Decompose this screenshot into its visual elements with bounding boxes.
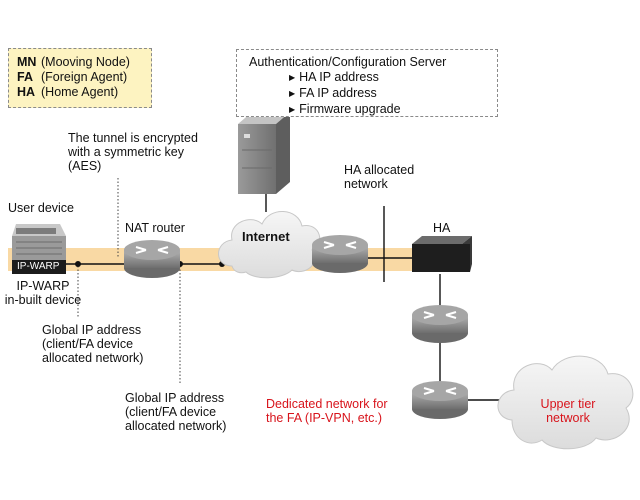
server-box-item: HA IP address [249,70,497,86]
server-box-item: Firmware upgrade [249,102,497,118]
ha-device-icon [412,236,472,272]
internet-label: Internet [242,229,290,244]
global-ip-label-1: Global IP address (client/FA device allo… [42,323,144,365]
legend-abbr: HA [17,85,36,99]
legend-row: FA (Foreign Agent) [17,70,151,85]
dedicated-network-label: Dedicated network for the FA (IP-VPN, et… [266,397,388,425]
server-box-item: FA IP address [249,86,497,102]
legend-desc: (Home Agent) [41,85,119,99]
ha-label: HA [433,221,451,235]
ha-network-label: HA allocated network [344,163,415,191]
legend-abbr: FA [17,70,33,84]
internet-cloud-icon [218,211,321,279]
upper-tier-network-label: Upper tier network [540,397,596,425]
ip-warp-badge: IP-WARP [17,261,60,272]
upper-tier-cloud-icon [497,355,634,450]
legend-row: HA (Home Agent) [17,85,151,100]
legend-desc: (Mooving Node) [41,55,130,69]
global-ip-label-2: Global IP address (client/FA device allo… [125,391,227,433]
nat-router-label: NAT router [125,221,185,235]
dedicated-network-router-icon [411,380,469,420]
internet-edge-router-icon [311,234,369,274]
user-device-label: User device [8,201,74,215]
legend-box: MN (Mooving Node) FA (Foreign Agent) HA (Ho… [8,48,152,108]
ha-side-router-icon [411,304,469,344]
ip-warp-device-icon [12,224,66,274]
nat-router-icon [123,239,181,279]
server-info-box: Authentication/Configuration Server HA I… [236,49,498,117]
tunnel-encryption-label: The tunnel is encrypted with a symmetric… [68,131,198,173]
ip-warp-device-label: IP-WARP in-built device [4,279,82,307]
server-box-title: Authentication/Configuration Server [249,55,447,69]
auth-server-icon [238,112,290,194]
legend-row: MN (Mooving Node) [17,55,151,70]
link-dot [75,261,81,267]
legend-desc: (Foreign Agent) [41,70,128,84]
legend-abbr: MN [17,55,37,69]
